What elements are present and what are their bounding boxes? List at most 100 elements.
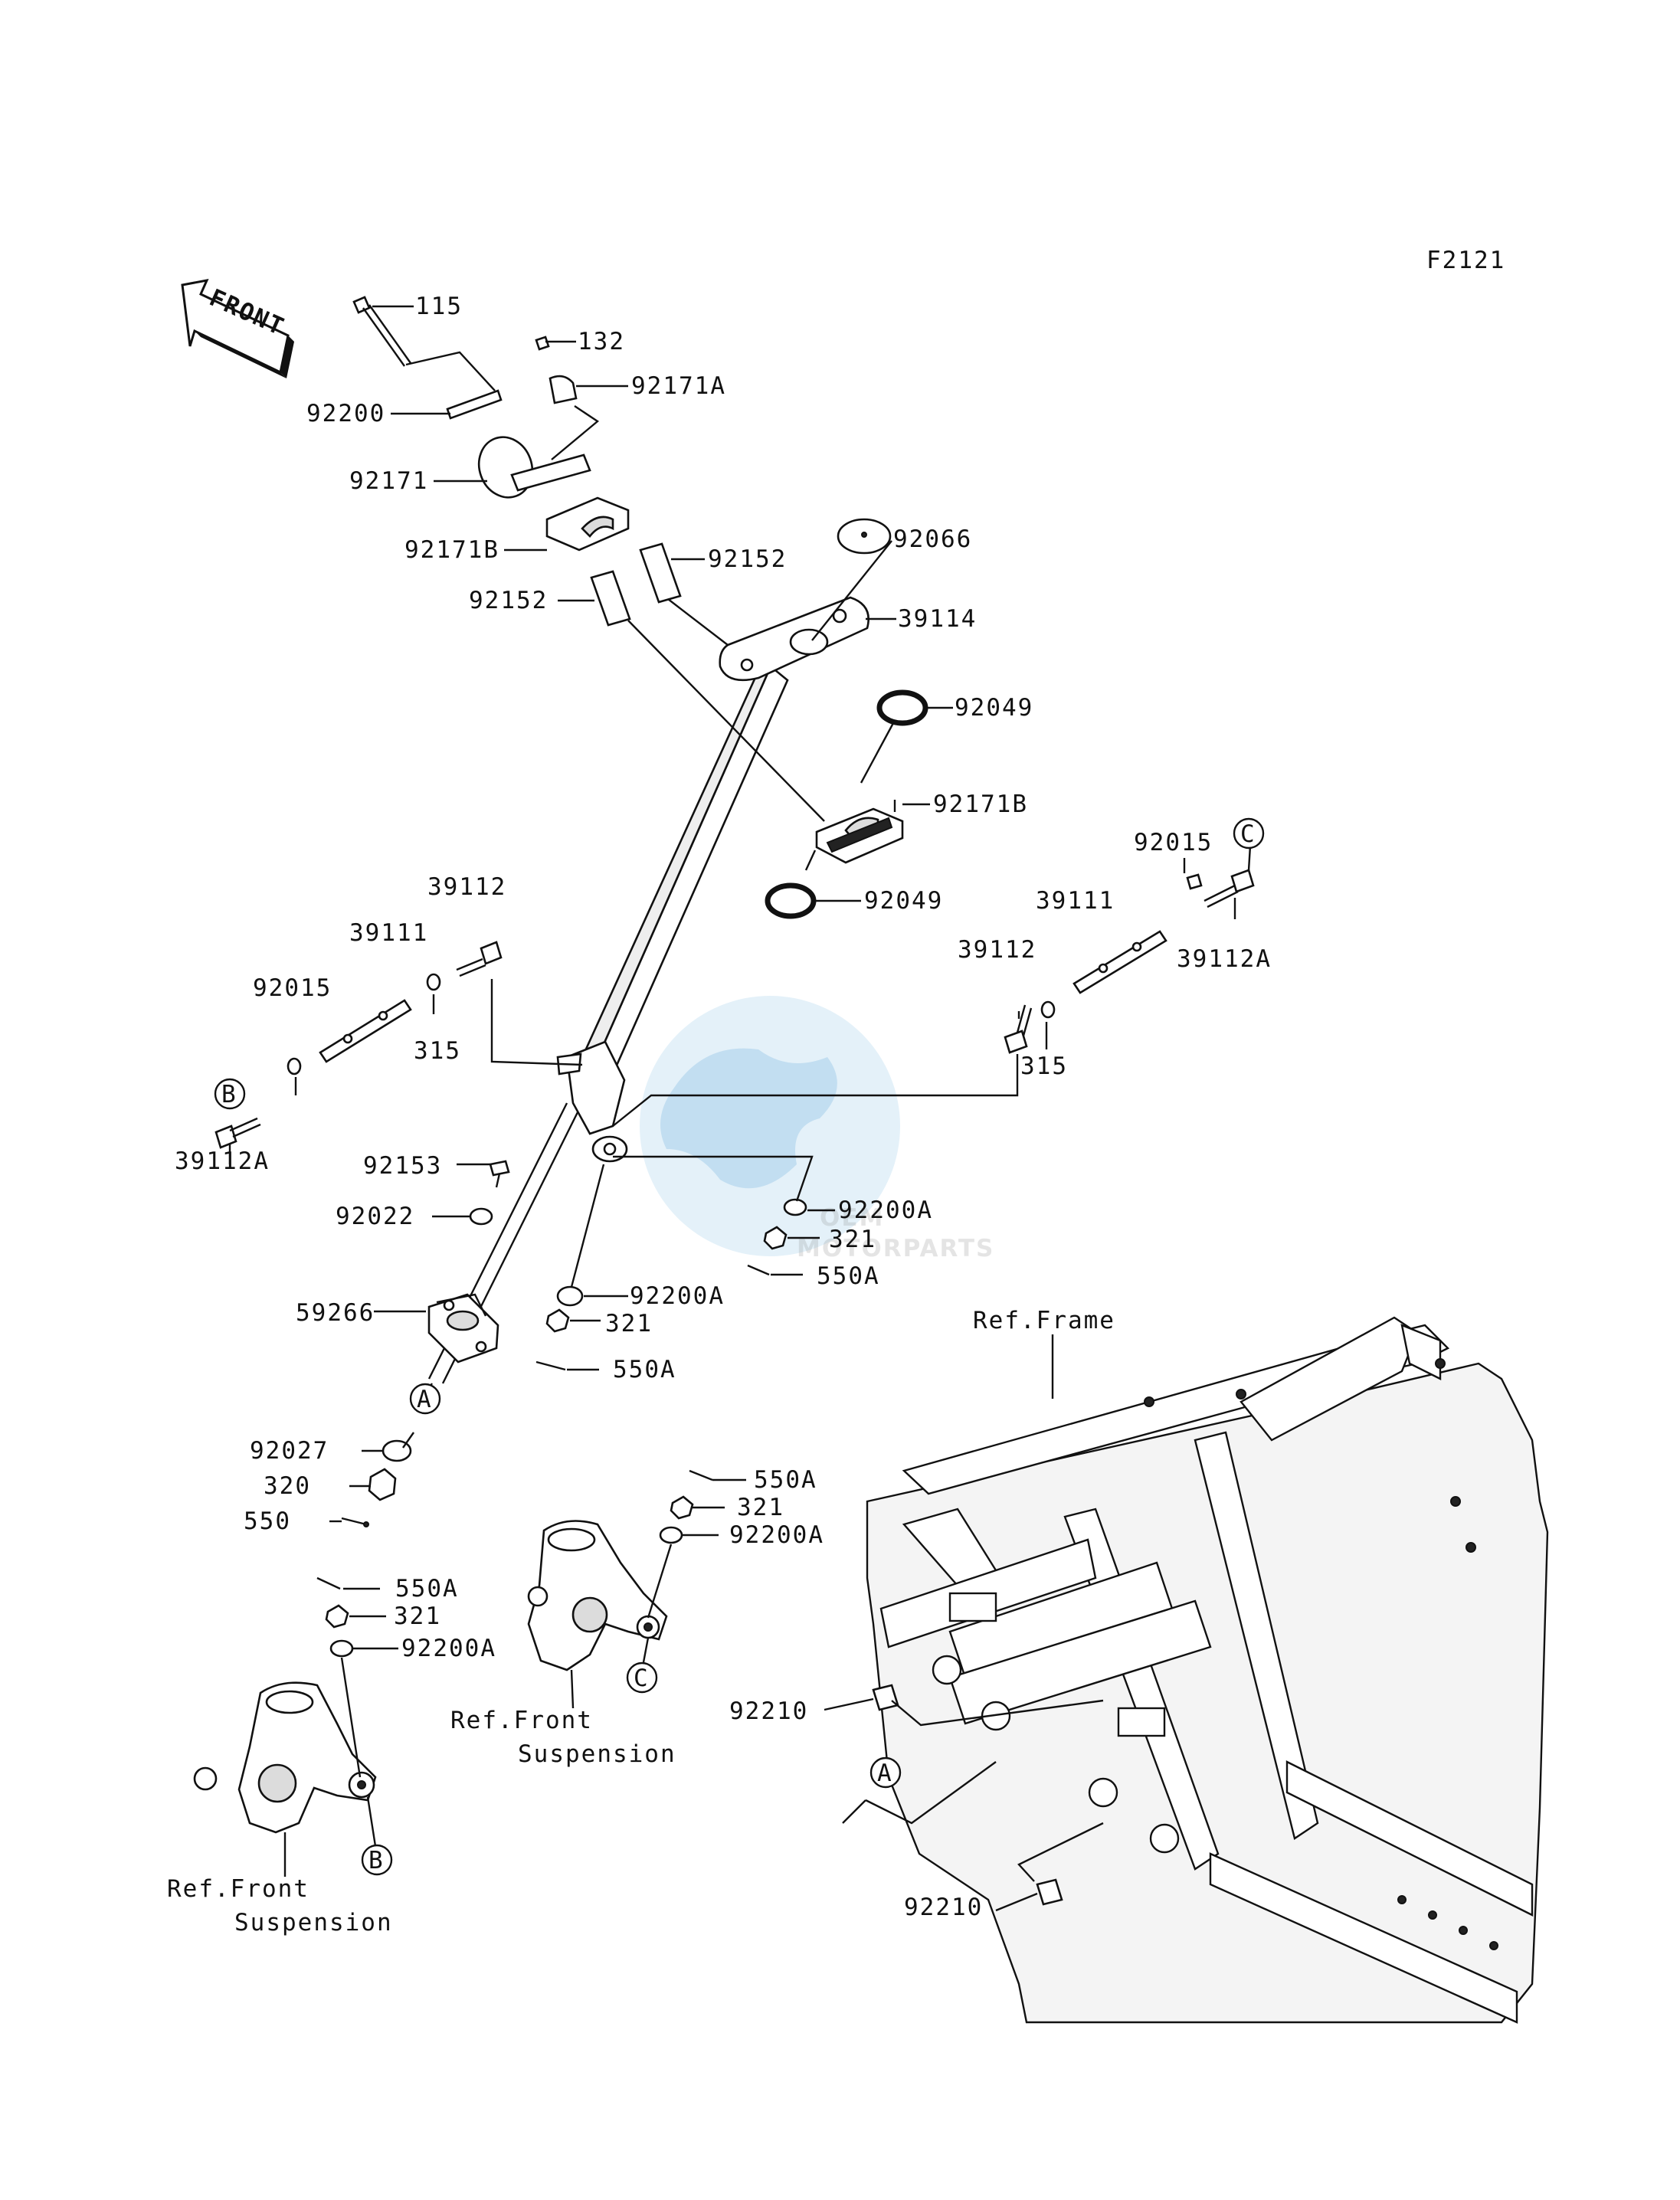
clamp-plate-92200 <box>446 389 503 420</box>
callout-321-c: 321 <box>737 1494 784 1521</box>
callout-550: 550 <box>244 1508 291 1535</box>
ref-front-susp-b-line1: Ref.Front <box>167 1875 309 1903</box>
nut-315-left <box>426 973 441 991</box>
washer-92200A-mid <box>783 1198 807 1216</box>
callout-320: 320 <box>264 1472 311 1500</box>
callout-550A-low: 550A <box>613 1356 676 1383</box>
marker-b-knuckle: B <box>361 1844 393 1876</box>
svg-text:B: B <box>221 1081 237 1108</box>
callout-115: 115 <box>415 293 463 320</box>
svg-text:A: A <box>417 1386 433 1413</box>
pin-550A-mid <box>747 1264 770 1276</box>
figure-code: F2121 <box>1426 247 1505 274</box>
nut-321-mid <box>763 1226 788 1250</box>
nut-321-c <box>670 1495 694 1520</box>
callout-92210-bottom: 92210 <box>904 1894 983 1921</box>
callout-92015-right: 92015 <box>1134 829 1213 856</box>
callout-92171B-mid: 92171B <box>933 791 1028 818</box>
tie-rod-left <box>319 999 412 1063</box>
ring-92049-top <box>876 689 928 726</box>
watermark-brand: OEM <box>820 1204 884 1232</box>
callout-39112A-right: 39112A <box>1177 945 1272 973</box>
front-arrow-icon: FRONT <box>181 278 294 378</box>
tie-rod-right <box>1073 930 1167 994</box>
callout-labels: 115 132 92171A 92200 92171 92171B 92152 … <box>175 293 1272 1921</box>
collar-92152-left <box>590 570 631 627</box>
callout-132: 132 <box>578 328 625 355</box>
callout-92200A-b: 92200A <box>401 1635 496 1662</box>
nut-321-b <box>325 1604 349 1629</box>
washer-92200A-b <box>329 1639 354 1658</box>
marker-a-frame: A <box>869 1756 902 1789</box>
callout-92152-left: 92152 <box>469 587 548 614</box>
pin-550A-b <box>316 1576 341 1590</box>
bolt-115 <box>352 296 411 367</box>
nut-321-low <box>545 1308 570 1333</box>
washer-92022 <box>469 1207 493 1226</box>
callout-92171: 92171 <box>349 467 428 495</box>
callout-39114: 39114 <box>898 605 977 633</box>
callout-92171A: 92171A <box>631 372 726 400</box>
tie-rod-end-39112A-right <box>1204 845 1255 908</box>
callout-92171B-top: 92171B <box>404 536 499 564</box>
nut-315-right <box>1040 1000 1056 1019</box>
callout-321-mid: 321 <box>829 1226 876 1253</box>
callout-92066: 92066 <box>893 525 972 553</box>
callout-550A-mid: 550A <box>817 1262 880 1290</box>
marker-a-shaft: A <box>409 1383 441 1415</box>
clamp-92171 <box>477 436 534 499</box>
ref-front-susp-c-line1: Ref.Front <box>450 1707 593 1734</box>
ref-frame-label: Ref.Frame <box>973 1307 1115 1334</box>
callout-92210-top: 92210 <box>729 1697 808 1725</box>
marker-c-rod: C <box>1233 817 1265 850</box>
tie-rod-end-39112-right <box>1004 1004 1033 1054</box>
washer-92200A-c <box>659 1526 683 1544</box>
marker-c-knuckle: C <box>626 1661 658 1694</box>
pin-550A-c <box>689 1469 713 1481</box>
clamp-92171A <box>549 375 578 404</box>
callout-321-low: 321 <box>605 1310 653 1337</box>
knuckle-b <box>193 1681 377 1834</box>
callout-92153: 92153 <box>363 1152 442 1180</box>
ref-front-susp-c-line2: Suspension <box>518 1740 676 1768</box>
callout-92049-top: 92049 <box>955 694 1033 722</box>
clip-92210-bottom <box>1036 1878 1063 1906</box>
svg-text:C: C <box>634 1665 650 1692</box>
callout-92027: 92027 <box>250 1437 329 1465</box>
bolt-132 <box>535 336 550 351</box>
callout-315-left: 315 <box>414 1037 461 1065</box>
callout-92015-left: 92015 <box>253 974 332 1002</box>
pin-550A-low <box>535 1360 566 1371</box>
callout-92022: 92022 <box>336 1203 414 1230</box>
nut-92015-right <box>1186 873 1203 890</box>
tie-rod-end-39112A-left <box>215 1117 261 1149</box>
marker-b-rod: B <box>214 1078 246 1110</box>
leader-lines <box>228 305 1236 1912</box>
callout-315-right: 315 <box>1020 1053 1068 1080</box>
knuckle-c <box>527 1520 668 1671</box>
callout-39111-left: 39111 <box>349 919 428 947</box>
ref-front-susp-b-line2: Suspension <box>234 1909 393 1936</box>
callout-92200: 92200 <box>306 400 385 427</box>
clamp-92171B-mid <box>815 807 904 864</box>
pin-550 <box>341 1517 367 1526</box>
callout-321-b: 321 <box>394 1603 441 1630</box>
nut-92015-left <box>287 1057 302 1075</box>
callout-39112-right: 39112 <box>958 936 1036 964</box>
steering-stopper <box>427 1293 499 1364</box>
vehicle-frame <box>866 1316 1549 2024</box>
callout-92152-right: 92152 <box>708 545 787 573</box>
callout-39112-left: 39112 <box>427 873 506 901</box>
washer-92200A-low <box>556 1285 584 1307</box>
clamp-92171B-upper <box>545 496 630 552</box>
callout-92200A-mid: 92200A <box>838 1197 933 1224</box>
callout-39111-right: 39111 <box>1036 887 1115 915</box>
collar-92152-right <box>639 542 682 604</box>
callout-92200A-c: 92200A <box>729 1521 824 1549</box>
watermark-sub: MOTORPARTS <box>797 1235 994 1262</box>
svg-text:B: B <box>368 1847 385 1874</box>
callout-39112A-left: 39112A <box>175 1147 270 1175</box>
svg-text:A: A <box>877 1760 893 1787</box>
steering-shaft <box>427 596 869 1384</box>
